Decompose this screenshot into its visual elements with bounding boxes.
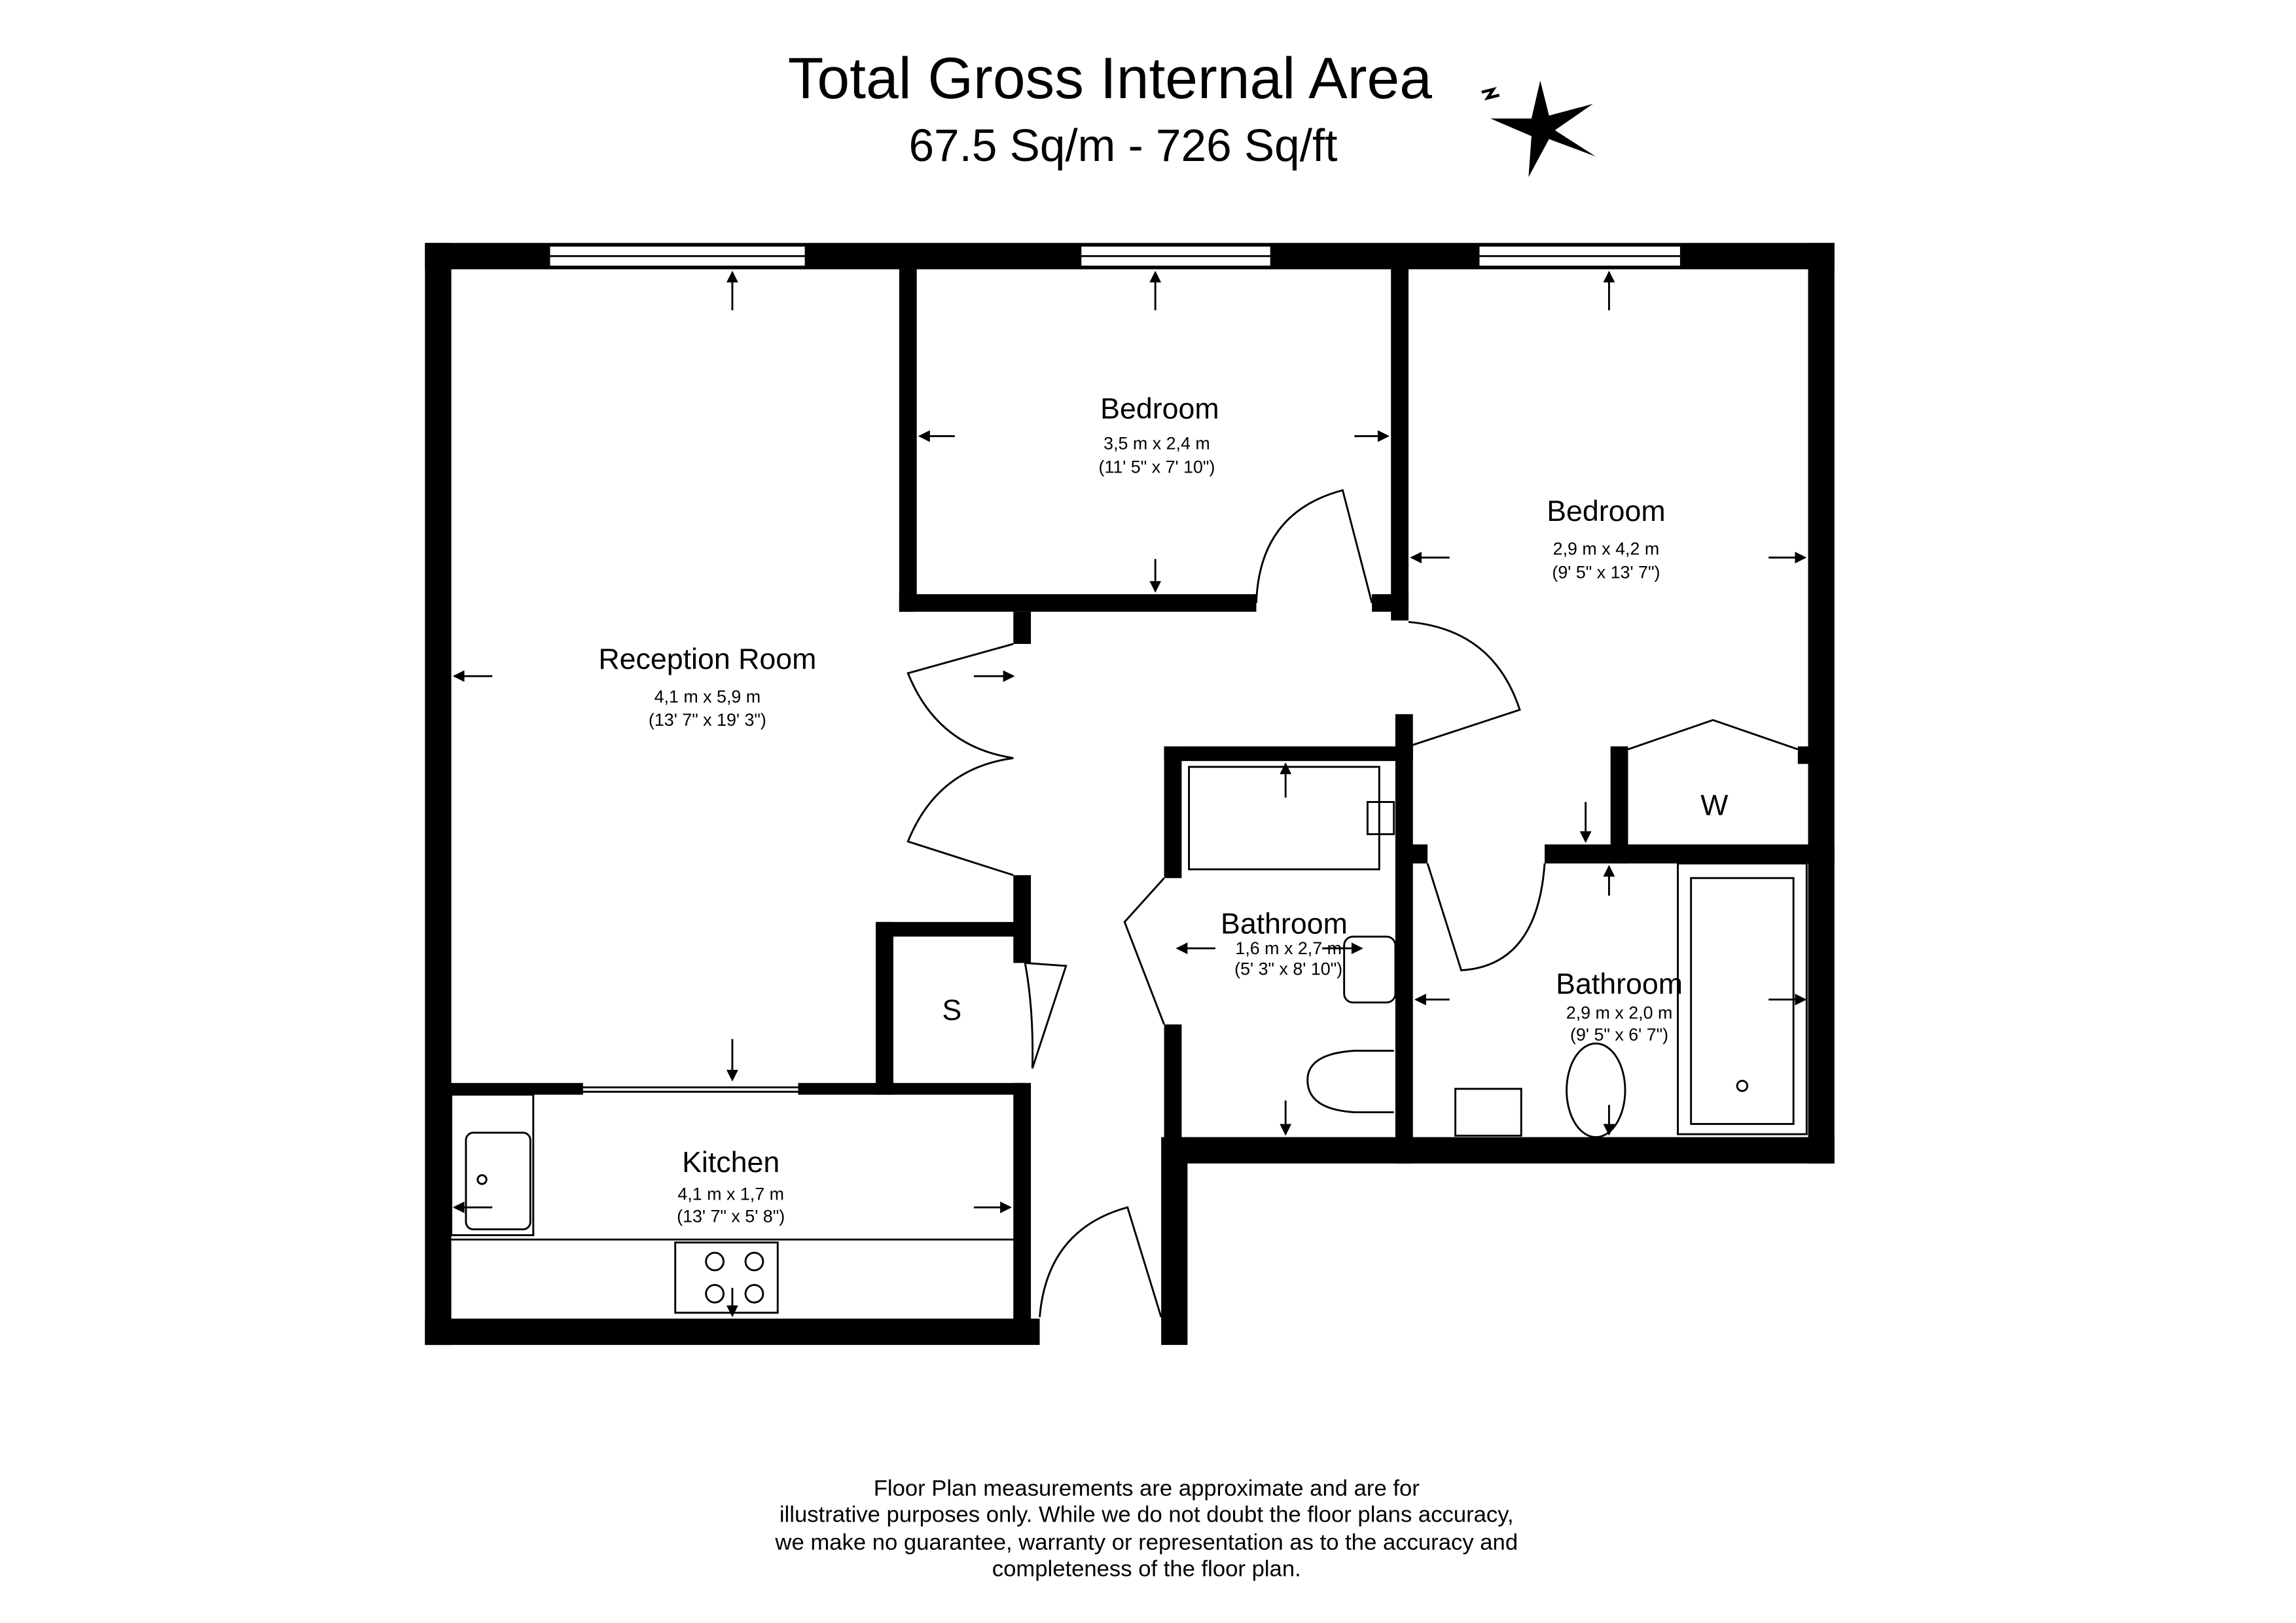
room-metric: 1,6 m x 2,7 m [1235,938,1342,958]
room-name: Reception Room [598,643,816,675]
disclaimer-line: illustrative purposes only. While we do … [780,1503,1514,1527]
page-title: Total Gross Internal Area [788,45,1433,111]
disclaimer-line: Floor Plan measurements are approximate … [874,1476,1420,1501]
room-bathroom-2: Bathroom 2,9 m x 2,0 m (9' 5" x 6' 7") [1556,968,1683,1044]
room-name: Kitchen [682,1147,780,1179]
room-name: Bedroom [1547,495,1665,527]
room-metric: 3,5 m x 2,4 m [1103,434,1210,454]
walls [425,243,1835,1346]
room-imperial: (13' 7" x 19' 3") [649,710,766,730]
room-reception: Reception Room 4,1 m x 5,9 m (13' 7" x 1… [598,643,816,730]
room-imperial: (9' 5" x 6' 7") [1570,1025,1668,1044]
room-imperial: (13' 7" x 5' 8") [677,1206,785,1226]
room-name: Bathroom [1556,968,1683,1000]
disclaimer-line: completeness of the floor plan. [992,1556,1301,1581]
room-imperial: (9' 5" x 13' 7") [1552,562,1660,582]
room-metric: 4,1 m x 1,7 m [677,1185,784,1204]
room-wardrobe-label: W [1700,790,1729,822]
room-metric: 2,9 m x 2,0 m [1566,1003,1673,1022]
compass-star-icon [1481,80,1596,177]
dimension-arrows [452,270,1807,1317]
room-kitchen: Kitchen 4,1 m x 1,7 m (13' 7" x 5' 8") [677,1147,785,1226]
room-imperial: (11' 5" x 7' 10") [1098,457,1215,476]
doors [906,489,1799,1318]
room-imperial: (5' 3" x 8' 10") [1234,959,1342,978]
room-store-label: S [942,995,961,1027]
windows [548,245,1682,1093]
room-metric: 2,9 m x 4,2 m [1553,539,1660,559]
fixtures [446,766,1808,1314]
room-name: Bathroom [1221,908,1348,940]
room-bedroom-1: Bedroom 3,5 m x 2,4 m (11' 5" x 7' 10") [1098,393,1219,477]
disclaimer: Floor Plan measurements are approximate … [774,1476,1518,1581]
room-bedroom-2: Bedroom 2,9 m x 4,2 m (9' 5" x 13' 7") [1547,495,1665,582]
disclaimer-line: we make no guarantee, warranty or repres… [774,1530,1518,1555]
room-name: Bedroom [1100,393,1219,425]
total-area: 67.5 Sq/m - 726 Sq/ft [908,120,1337,171]
room-metric: 4,1 m x 5,9 m [655,687,761,706]
room-bathroom-1: Bathroom 1,6 m x 2,7 m (5' 3" x 8' 10") [1221,908,1348,979]
